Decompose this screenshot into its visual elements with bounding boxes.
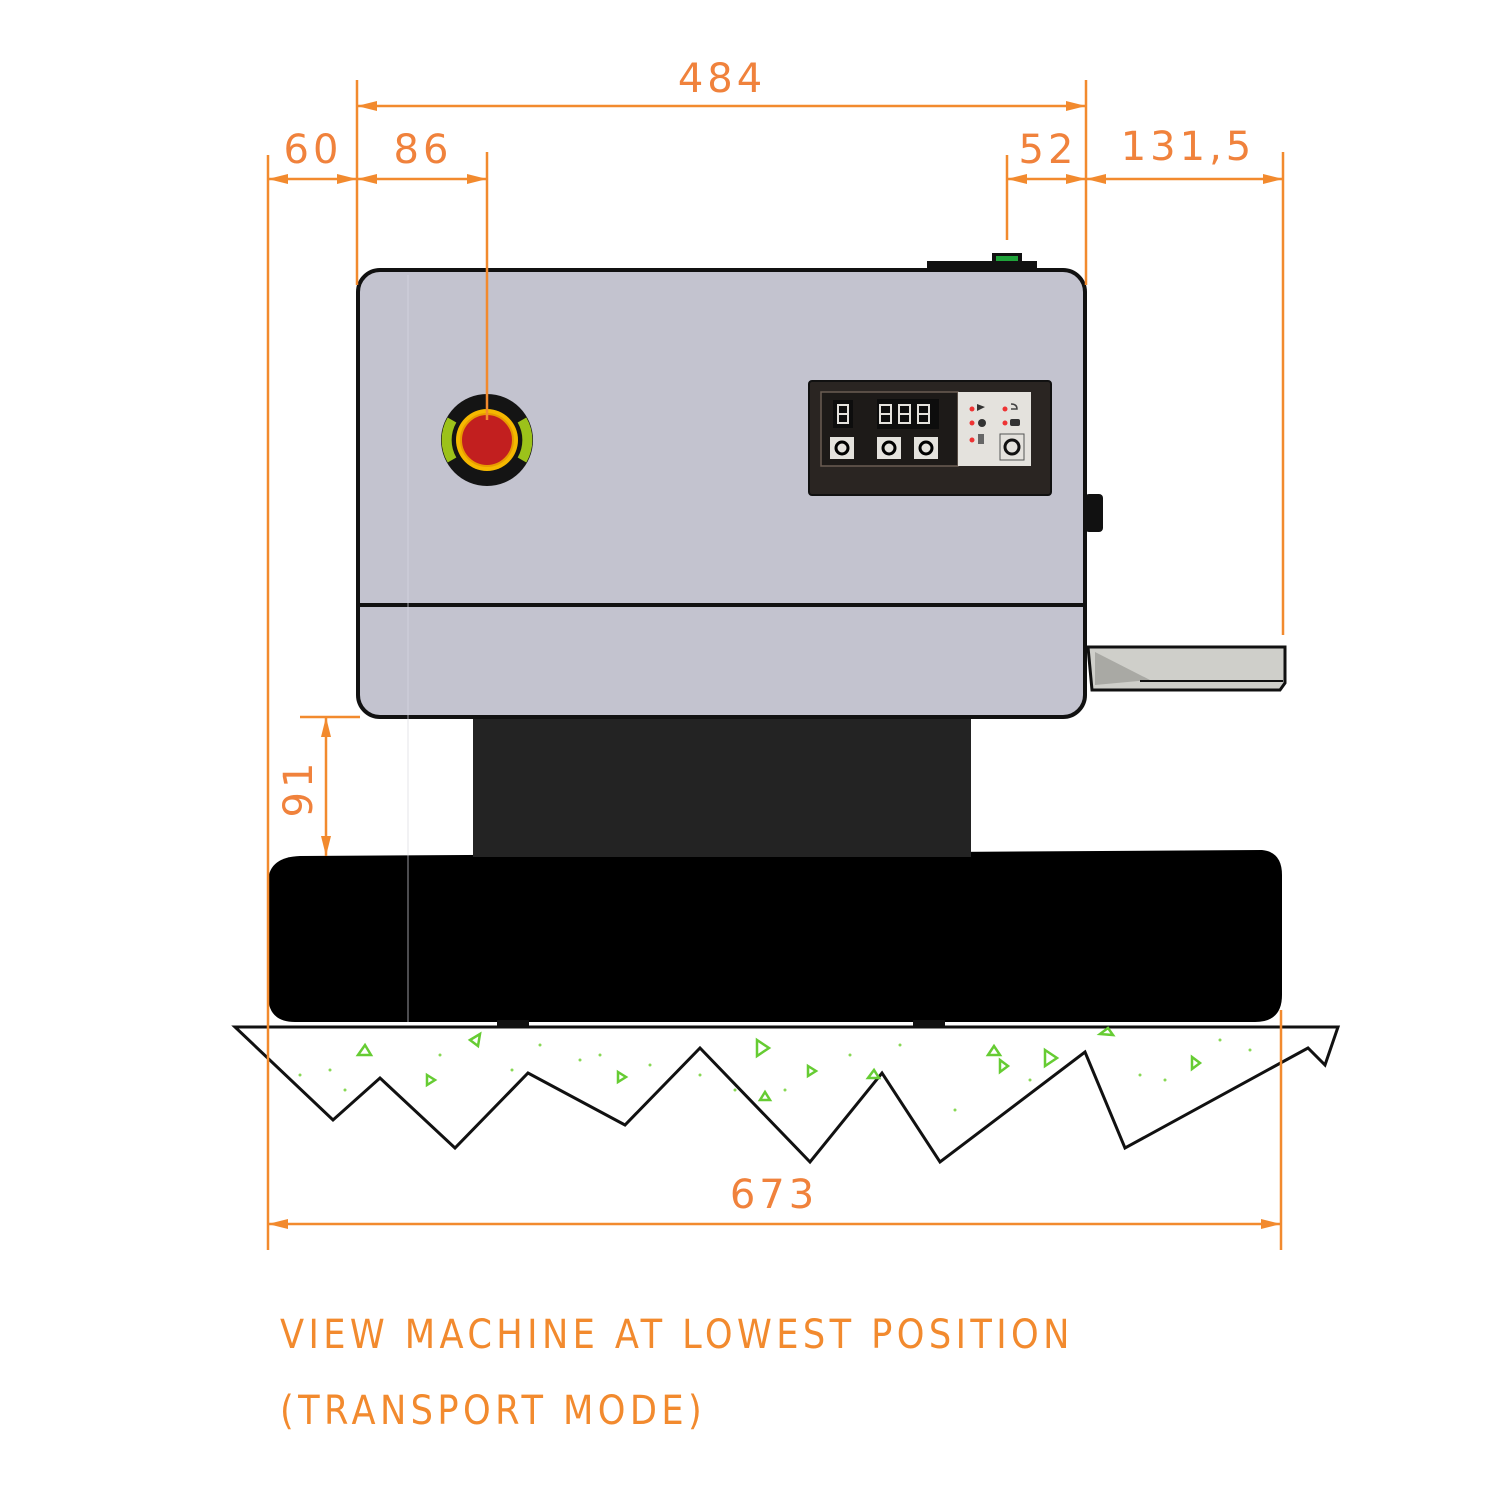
- caption-subtitle: (TRANSPORT MODE): [280, 1388, 707, 1434]
- green-indicator-icon: [996, 256, 1018, 261]
- display-three-digit: [877, 399, 939, 429]
- dim-91-label: 91: [276, 759, 322, 818]
- emergency-stop-button[interactable]: [441, 394, 533, 486]
- caption-title: VIEW MACHINE AT LOWEST POSITION: [280, 1312, 1074, 1358]
- dim-484-label: 484: [678, 56, 766, 102]
- ground-section: [231, 1025, 1341, 1165]
- panel-button-3[interactable]: [914, 437, 938, 459]
- dim-673-label: 673: [730, 1172, 818, 1218]
- base-foot-left: [497, 1020, 529, 1028]
- side-knob[interactable]: [1085, 494, 1103, 532]
- panel-button-1[interactable]: [830, 437, 854, 459]
- top-switch[interactable]: [927, 253, 1037, 272]
- side-handle[interactable]: [1086, 645, 1287, 692]
- ground-dots: [298, 1038, 1252, 1112]
- panel-indicators: [969, 403, 1025, 461]
- dim-86-label: 86: [394, 127, 453, 173]
- dim-60-label: 60: [284, 127, 343, 173]
- ground-hatch: [355, 1026, 1203, 1102]
- machine-column: [473, 712, 971, 857]
- display-single-digit: [833, 400, 853, 428]
- dimension-lines: [266, 80, 1285, 1250]
- panel-button-2[interactable]: [877, 437, 901, 459]
- control-panel: [808, 380, 1052, 496]
- dim-52-label: 52: [1019, 127, 1078, 173]
- dim-131-5-label: 131,5: [1121, 124, 1256, 170]
- base-foot-right: [913, 1020, 945, 1028]
- panel-knob-icon: [1003, 438, 1021, 456]
- machine-base: [268, 850, 1282, 1028]
